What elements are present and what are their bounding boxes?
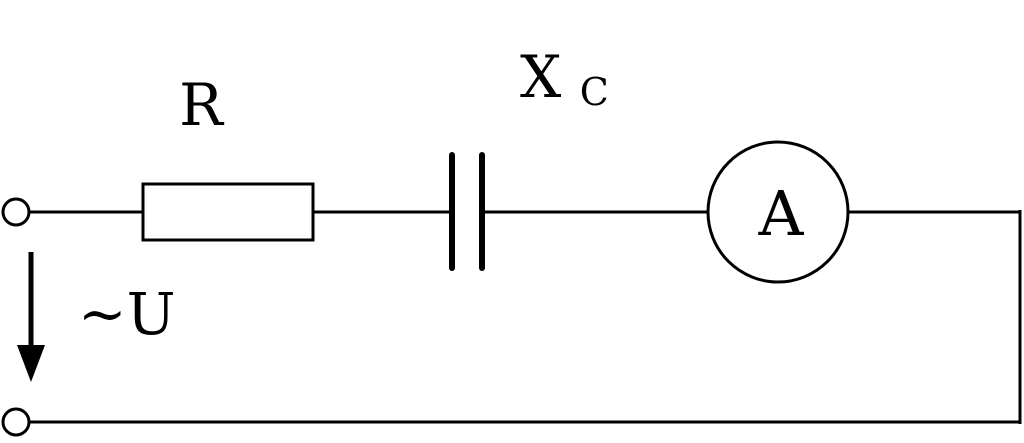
input-terminal-bottom <box>1 407 31 437</box>
resistor-label: R <box>179 71 225 139</box>
input-terminal-top <box>1 197 31 227</box>
voltage-arrow-head <box>17 345 45 382</box>
capacitor-label-subscript: C <box>580 70 609 114</box>
voltage-label: ~U <box>78 280 175 348</box>
resistor <box>141 182 315 242</box>
capacitor-label: X C <box>520 43 609 114</box>
capacitor-label-main: X <box>520 43 562 111</box>
ammeter-label: A <box>758 177 805 250</box>
ammeter <box>706 140 850 284</box>
